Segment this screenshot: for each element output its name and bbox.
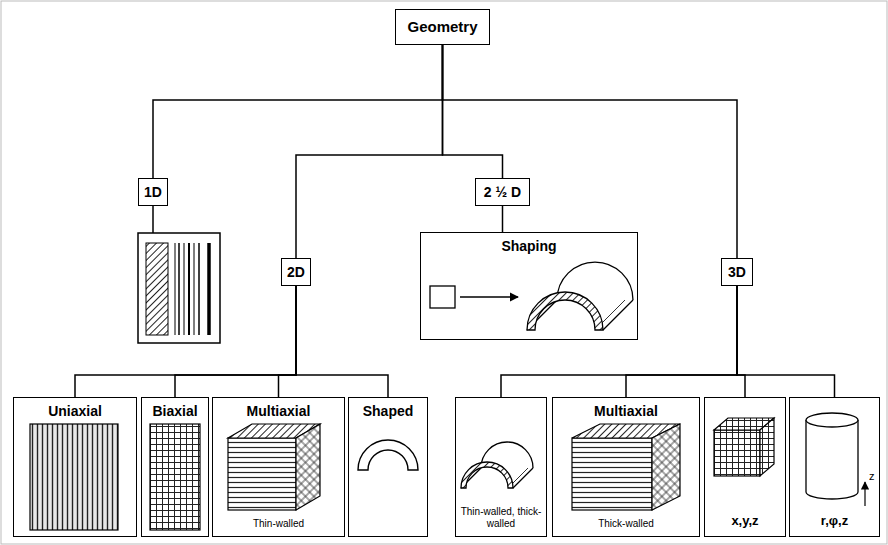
node-heading: 1D (139, 184, 167, 200)
node-heading: 2D (282, 264, 310, 280)
shaping-illustration-part (603, 300, 633, 330)
tree-connector (443, 45, 503, 178)
type-box: Biaxial (141, 397, 209, 537)
node-heading: Uniaxial (14, 403, 136, 419)
shaping-illustration-part (460, 296, 518, 297)
cylinder-part (864, 482, 865, 506)
category-box: 1D (138, 178, 168, 206)
biaxial-fabric-part (150, 424, 200, 530)
tree-connector (501, 286, 737, 397)
one-d-fibres-part (188, 243, 190, 335)
node-heading: Geometry (396, 18, 489, 35)
shaping-illustration-part (527, 292, 603, 330)
one-d-fibres-part (138, 233, 220, 343)
node-heading: Shaped (349, 403, 427, 419)
xyz-cube (714, 418, 774, 476)
half-cylinder-shell-part (513, 468, 533, 488)
node-heading: Biaxial (142, 403, 208, 419)
node-heading: 2 ½ D (476, 184, 529, 200)
tree-connector (75, 286, 296, 397)
node-heading: Shaping (421, 238, 637, 254)
tree-connector (443, 45, 738, 258)
tree-connector (737, 286, 745, 397)
uniaxial-fabric-part (30, 424, 118, 530)
one-d-fibres-part (207, 243, 211, 335)
tree-connector (153, 45, 443, 178)
multiaxial-thin-block-part (228, 438, 296, 510)
type-box: Shaped (348, 397, 428, 537)
node-heading: Thin-walled, thick-walled (456, 506, 546, 529)
cylinder-part (805, 420, 806, 492)
one-d-fibres-part (194, 243, 195, 335)
node-note: Thin-walled (213, 518, 344, 530)
cylinder-part (806, 413, 858, 427)
one-d-fibres-part (198, 243, 200, 335)
node-heading: r,φ,z (790, 514, 879, 529)
tree-connector (626, 286, 737, 397)
one-d-fibres-part (175, 243, 176, 335)
tree-connector (296, 45, 443, 258)
one-d-fibres-part (178, 243, 180, 335)
illustration-box: Shaping (420, 232, 638, 340)
multiaxial-thin-block-part (296, 424, 320, 510)
node-heading: 3D (722, 264, 752, 280)
multiaxial-thin-block (228, 424, 320, 510)
type-box: Uniaxial (13, 397, 137, 537)
shaping-illustration (430, 262, 633, 330)
type-box: r,φ,z (789, 397, 880, 537)
half-cylinder-shell (461, 442, 533, 488)
cylinder (806, 413, 865, 506)
category-box: 2 ½ D (475, 178, 530, 206)
tree-connector (175, 286, 296, 397)
shaping-illustration-part (430, 286, 455, 308)
shaped-arch (358, 440, 418, 470)
cylinder-part (806, 492, 858, 499)
node-heading: Multiaxial (553, 403, 699, 419)
node-heading: x,y,z (705, 514, 785, 529)
one-d-fibres (138, 206, 220, 343)
multiaxial-thick-block (572, 424, 680, 510)
one-d-fibres-part (184, 243, 185, 335)
multiaxial-thick-block-part (652, 424, 680, 510)
type-box: MultiaxialThick-walled (552, 397, 700, 537)
node-note: Thick-walled (553, 518, 699, 530)
tree-connector (279, 286, 297, 397)
uniaxial-fabric (30, 424, 118, 530)
tree-connector (296, 286, 388, 397)
biaxial-fabric (150, 424, 200, 530)
cylinder-part (857, 420, 858, 492)
shaped-arch-part (358, 440, 418, 470)
root-box: Geometry (395, 9, 490, 45)
xyz-cube-part (760, 418, 774, 476)
one-d-fibres-part (146, 243, 168, 335)
multiaxial-thick-block-part (572, 438, 652, 510)
category-box: 3D (721, 258, 753, 286)
label-holder: z (869, 470, 875, 483)
half-cylinder-shell-part (461, 462, 513, 488)
axis-label: z (869, 470, 875, 483)
tree-connector (737, 286, 835, 397)
tree-connector (502, 206, 504, 232)
type-box: MultiaxialThin-walled (212, 397, 345, 537)
xyz-cube-part (714, 430, 760, 476)
one-d-fibres-part (152, 206, 154, 233)
type-box: x,y,z (704, 397, 786, 537)
node-heading: Multiaxial (213, 403, 344, 419)
category-box: 2D (281, 258, 311, 286)
type-box: Thin-walled, thick-walled (455, 397, 547, 537)
